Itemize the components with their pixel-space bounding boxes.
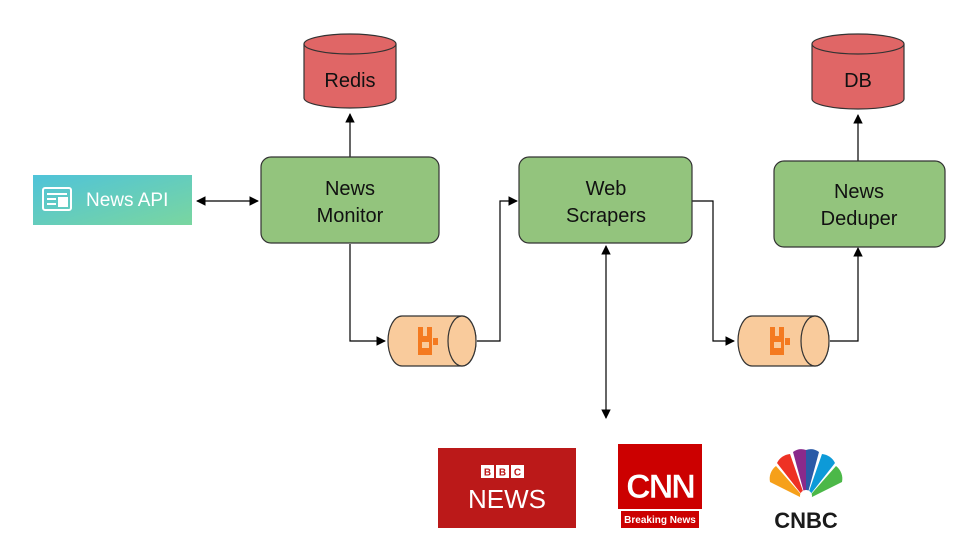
news-api-logo: News API bbox=[33, 175, 192, 225]
connectors bbox=[196, 113, 863, 419]
db-label: DB bbox=[844, 70, 872, 92]
arrow-queue2-deduper bbox=[830, 247, 863, 342]
node-news-monitor: News Monitor bbox=[260, 156, 440, 244]
redis-label: Redis bbox=[324, 70, 375, 92]
news-deduper-label-line1: News bbox=[834, 181, 884, 203]
cnn-tagline: Breaking News bbox=[624, 515, 696, 526]
bbc-letter-2: B bbox=[499, 468, 506, 479]
cnbc-logo: CNBC bbox=[769, 449, 843, 533]
web-scrapers-label-line1: Web bbox=[586, 178, 627, 200]
web-scrapers-label-line2: Scrapers bbox=[566, 205, 646, 227]
cnn-logo: CNN Breaking News bbox=[618, 444, 702, 530]
news-deduper-label-line2: Deduper bbox=[821, 208, 898, 230]
rabbitmq-icon bbox=[418, 327, 438, 355]
bbc-letter-1: B bbox=[484, 468, 491, 479]
news-api-label: News API bbox=[86, 190, 168, 211]
cnn-wordmark: CNN bbox=[626, 468, 694, 506]
cnbc-wordmark: CNBC bbox=[774, 508, 838, 533]
bbc-letter-3: C bbox=[514, 468, 521, 479]
store-redis: Redis bbox=[303, 33, 397, 109]
rabbitmq-icon bbox=[770, 327, 790, 355]
bbc-news-word: NEWS bbox=[468, 484, 546, 514]
news-monitor-label-line2: Monitor bbox=[317, 205, 384, 227]
bbc-news-logo: B B C NEWS bbox=[438, 448, 576, 528]
news-monitor-label-line1: News bbox=[325, 178, 375, 200]
node-web-scrapers: Web Scrapers bbox=[518, 156, 693, 244]
queue-1 bbox=[387, 315, 477, 367]
store-db: DB bbox=[811, 33, 905, 110]
arrow-queue1-scrapers bbox=[477, 196, 518, 342]
newspaper-icon bbox=[42, 187, 72, 211]
node-news-deduper: News Deduper bbox=[773, 160, 946, 248]
queue-2 bbox=[737, 315, 830, 367]
arrow-scrapers-queue2 bbox=[692, 200, 735, 346]
peacock-icon bbox=[769, 449, 843, 502]
arrow-monitor-queue1 bbox=[349, 244, 386, 346]
